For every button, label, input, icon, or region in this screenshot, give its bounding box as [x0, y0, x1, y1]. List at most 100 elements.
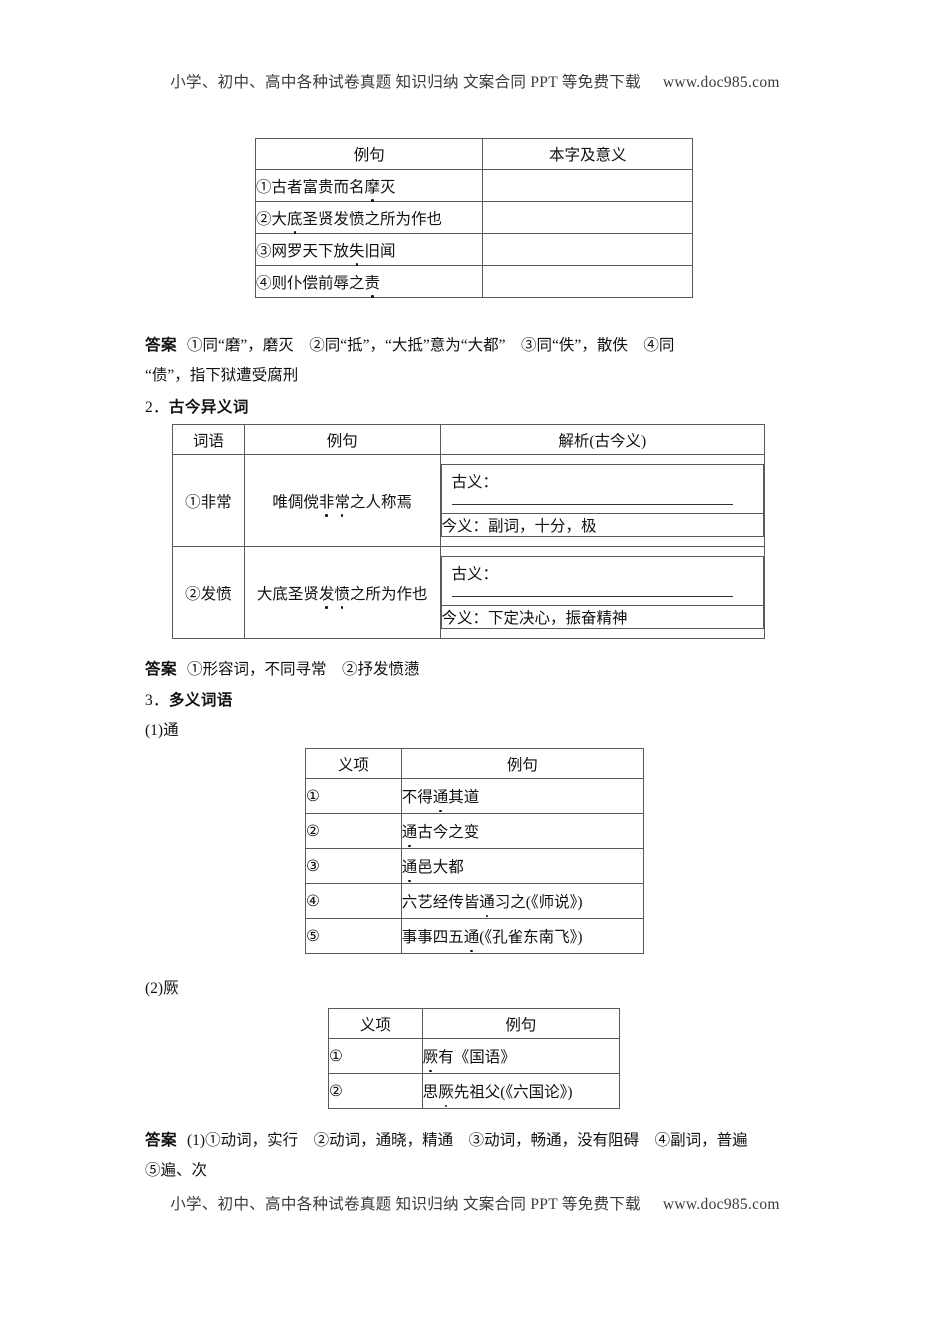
example-prefix: 大底圣贤 [256, 585, 319, 603]
cell-meaning-slot[interactable]: ② [328, 1073, 423, 1109]
ancient-meaning-block[interactable]: 古义： [440, 556, 765, 606]
cell-example: ④则仆偿前辱之责 [254, 265, 484, 298]
emphasis-char: 通 [433, 785, 448, 812]
table-header-row: 词语 例句 解析(古今义) [172, 424, 766, 455]
table-header-row: 义项 例句 [305, 748, 645, 779]
modern-meaning-block: 今义：副词，十分，极 [440, 513, 765, 537]
heading-text: 古今异义词 [168, 399, 249, 416]
cell-meaning-slot[interactable]: ① [305, 778, 402, 814]
example-suffix: 古今之变 [417, 824, 480, 841]
emphasis-char: 发 [319, 582, 334, 609]
answer-blank-rule[interactable] [451, 504, 733, 505]
ancient-meaning-block[interactable]: 古义： [440, 464, 765, 514]
analysis-ancient-row: 古义： [440, 464, 765, 514]
cell-example: 不得通其道 [400, 778, 645, 814]
table-header-row: 义项 例句 [328, 1008, 621, 1039]
emphasis-char: 底 [287, 207, 303, 234]
answer-text: ①同“磨”，磨灭 ②同“抵”，“大抵”意为“大都” ③同“佚”，散佚 ④同 [187, 337, 675, 354]
cell-example: ③网罗天下放失旧闻 [254, 233, 484, 266]
example-suffix: 旧闻 [364, 242, 396, 260]
cell-meaning-slot[interactable]: ③ [305, 848, 402, 884]
answer-block-tongjiazi-line1: 答案 ①同“磨”，磨灭 ②同“抵”，“大抵”意为“大都” ③同“佚”，散佚 ④同 [145, 331, 674, 361]
cell-meaning-slot[interactable]: ② [305, 813, 402, 849]
cell-answer-blank[interactable] [482, 233, 693, 266]
emphasis-char: 责 [365, 271, 380, 298]
answer-text-cont: “债”，指下狱遭受腐刑 [145, 367, 299, 384]
example-suffix: 其道 [448, 789, 480, 806]
watermark-url: www.doc985.com [662, 1196, 780, 1213]
example-suffix: (《孔雀东南飞》) [479, 929, 583, 946]
example-prefix: 不得 [401, 789, 433, 806]
analysis-modern-row: 今义：下定决心，振奋精神 [440, 605, 765, 629]
emphasis-char: 失 [349, 239, 365, 266]
example-prefix: ④则仆偿前辱之 [256, 274, 365, 292]
answer-blank-rule[interactable] [451, 596, 733, 597]
analysis-ancient-row: 古义： [440, 556, 765, 606]
example-prefix: ②大 [256, 210, 288, 228]
table-polysemy-jue: 义项 例句 ① 厥有《国语》 ② 思厥先祖父(《六国论》) [328, 1008, 621, 1109]
example-prefix: 事事四五 [401, 929, 464, 946]
cell-example: 大底圣贤发愤之所为作也 [243, 546, 441, 639]
answer-label: 答案 [145, 661, 178, 678]
watermark-text: 小学、初中、高中各种试卷真题 知识归纳 文案合同 PPT 等免费下载 [170, 1196, 641, 1213]
modern-meaning-text: 下定决心，振奋精神 [488, 610, 628, 627]
table-row: ③网罗天下放失旧闻 [254, 233, 693, 266]
example-prefix: 六艺经传皆 [401, 894, 480, 911]
answer-block-duoyi-line1: 答案(1)①动词，实行 ②动词，通晓，精通 ③动词，畅通，没有阻碍 ④副词，普遍 [145, 1126, 748, 1156]
answer-label: 答案 [145, 337, 178, 354]
cell-example: 思厥先祖父(《六国论》) [421, 1073, 621, 1109]
example-suffix: 有《国语》 [438, 1049, 516, 1066]
emphasis-char: 通 [479, 890, 495, 917]
cell-example: 六艺经传皆通习之(《师说》) [400, 883, 645, 919]
meaning-number: ② [329, 1082, 343, 1100]
answer-label: 答案 [145, 1132, 178, 1149]
example-prefix: 思 [422, 1084, 439, 1101]
col-header-analysis: 解析(古今义) [439, 424, 766, 455]
cell-meaning-slot[interactable]: ① [328, 1038, 423, 1074]
emphasis-char: 通 [402, 820, 417, 847]
answer-text: ①形容词，不同寻常 ②抒发愤懑 [187, 661, 420, 678]
table-row: ① 不得通其道 [305, 778, 645, 814]
heading-section-2: 2．古今异义词 [145, 393, 249, 423]
watermark-text: 小学、初中、高中各种试卷真题 知识归纳 文案合同 PPT 等免费下载 [170, 74, 641, 91]
emphasis-char: 非 [319, 490, 334, 517]
table-row: ②大底圣贤发愤之所为作也 [254, 201, 693, 234]
table-row: ⑤ 事事四五通(《孔雀东南飞》) [305, 918, 645, 954]
example-suffix: 邑大都 [417, 859, 464, 876]
col-header-example: 例句 [243, 424, 441, 455]
cell-analysis: 古义： 今义：下定决心，振奋精神 [439, 546, 766, 639]
example-suffix: 之所为作也 [349, 585, 428, 603]
analysis-inner-layout: 古义： 今义：下定决心，振奋精神 [440, 556, 765, 629]
table-row: ①非常 唯倜傥非常之人称焉 古义： 今义：副词，十分，极 [172, 454, 766, 547]
answer-block-tongjiazi-line2: “债”，指下狱遭受腐刑 [145, 361, 298, 391]
cell-meaning-slot[interactable]: ⑤ [305, 918, 402, 954]
table-header-row: 例句 本字及意义 [254, 138, 693, 170]
col-header-example: 例句 [421, 1008, 621, 1039]
table-row: ②发愤 大底圣贤发愤之所为作也 古义： 今义：下定决心，振奋精神 [172, 546, 766, 639]
cell-answer-blank[interactable] [482, 265, 693, 298]
col-header-meaning: 义项 [305, 748, 402, 779]
col-header-example: 例句 [400, 748, 645, 779]
modern-meaning-label: 今义： [441, 518, 489, 535]
heading-number: 2． [145, 399, 169, 416]
emphasis-char: 常 [334, 490, 350, 517]
table-row: ② 通古今之变 [305, 813, 645, 849]
heading-number: 3． [145, 692, 169, 709]
emphasis-char: 愤 [334, 582, 350, 609]
cell-word: ①非常 [172, 454, 245, 547]
cell-answer-blank[interactable] [482, 169, 693, 202]
cell-meaning-slot[interactable]: ④ [305, 883, 402, 919]
table-row: ①古者富贵而名摩灭 [254, 169, 693, 202]
emphasis-char: 通 [402, 855, 417, 882]
col-header-original-char: 本字及意义 [482, 138, 693, 170]
ancient-meaning-label: 古义： [451, 566, 499, 583]
table-row: ① 厥有《国语》 [328, 1038, 621, 1074]
subheading-jue: (2)厥 [145, 980, 179, 997]
table-row: ③ 通邑大都 [305, 848, 645, 884]
page-footer-watermark: 小学、初中、高中各种试卷真题 知识归纳 文案合同 PPT 等免费下载 www.do… [0, 1192, 950, 1214]
cell-answer-blank[interactable] [482, 201, 693, 234]
analysis-modern-row: 今义：副词，十分，极 [440, 513, 765, 537]
table-row: ④则仆偿前辱之责 [254, 265, 693, 298]
table-row: ④ 六艺经传皆通习之(《师说》) [305, 883, 645, 919]
example-suffix: 之人称焉 [349, 493, 412, 511]
